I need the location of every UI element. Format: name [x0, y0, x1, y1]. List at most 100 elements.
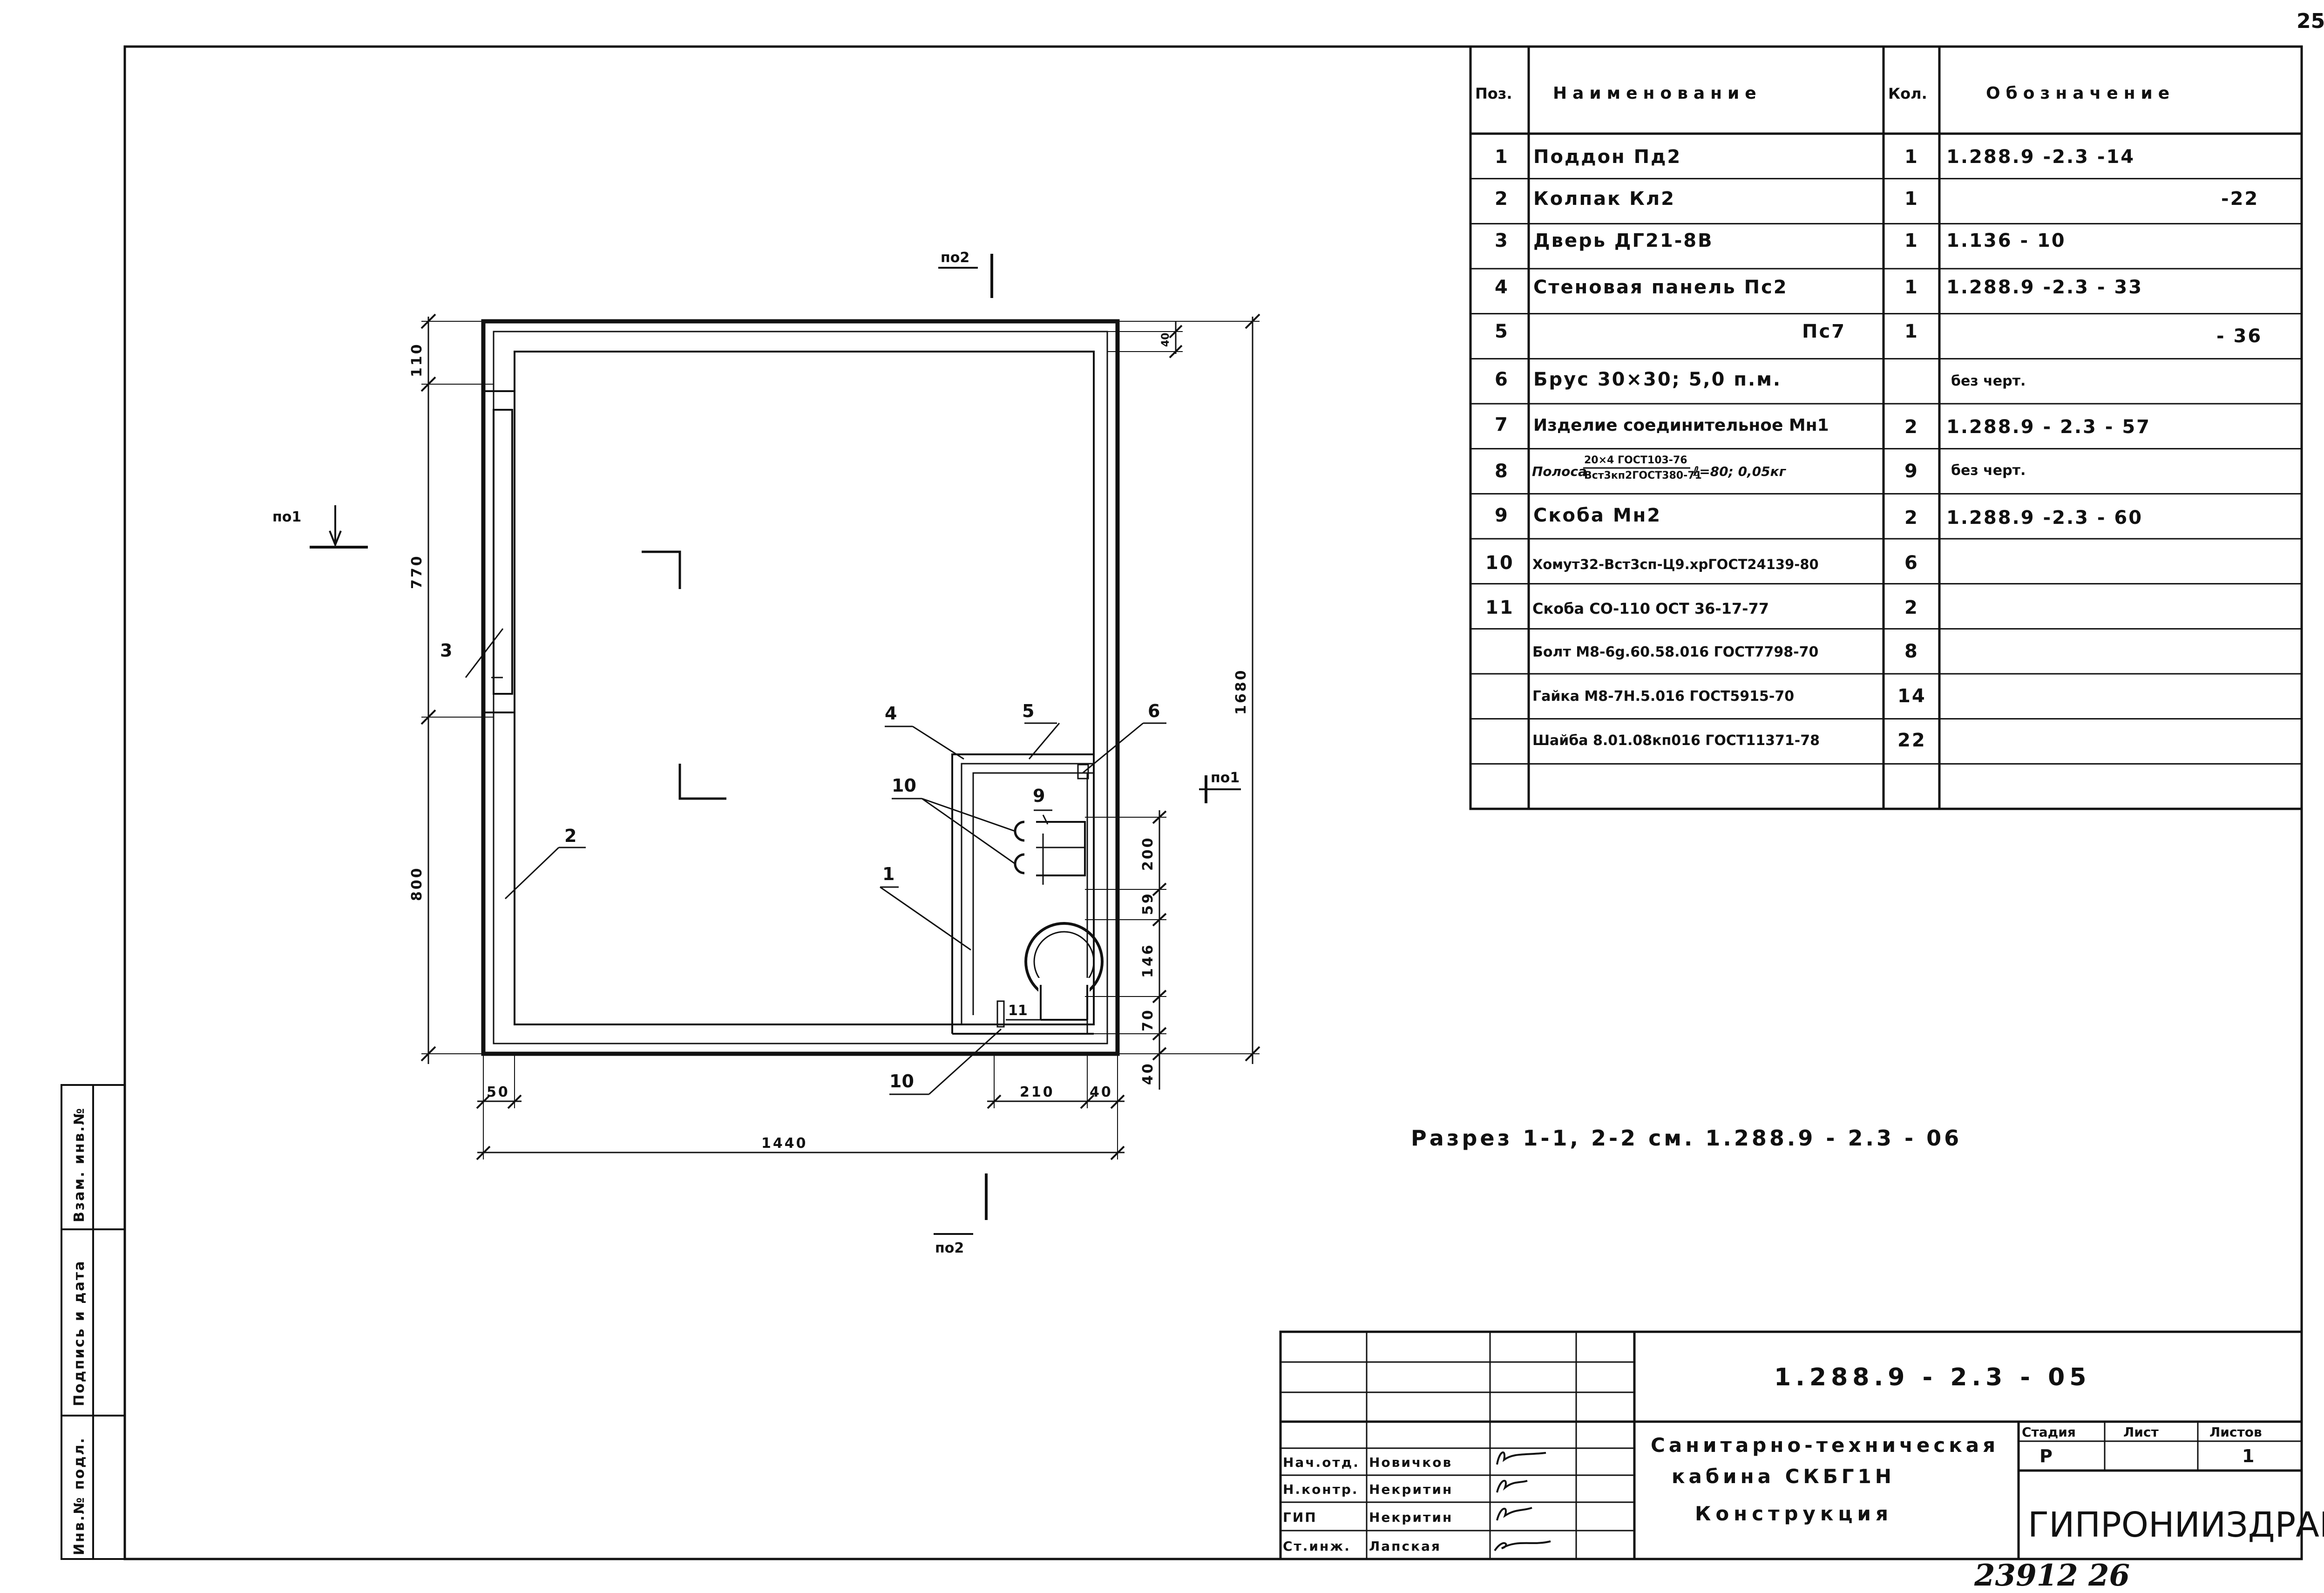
spec-name: Брус 30×30; 5,0 п.м. — [1533, 369, 1782, 390]
svg-text:146: 146 — [1140, 943, 1156, 978]
spec-name: Скоба СО-110 ОСТ 36-17-77 — [1532, 600, 1769, 617]
stage-label: Стадия — [2022, 1424, 2076, 1440]
spec-qty: 2 — [1904, 416, 1919, 438]
spec-pos: 11 — [1485, 597, 1514, 618]
svg-text:1440: 1440 — [761, 1135, 808, 1152]
spec-designation: 1.288.9 -2.3 - 60 — [1946, 507, 2143, 529]
spec-table: Поз. Наименование Кол. Обозначение 1 Под… — [1469, 45, 2303, 810]
spec-qty: 22 — [1897, 730, 1926, 751]
spec-name: Колпак Кл2 — [1533, 188, 1675, 210]
spec-pos: 8 — [1495, 461, 1509, 482]
spec-header-qty: Кол. — [1888, 85, 1927, 102]
dimension-right-chain: 200 59 146 70 40 — [1085, 810, 1167, 1090]
spec-qty: 2 — [1904, 597, 1919, 618]
spec-pos: 10 — [1485, 552, 1514, 574]
svg-text:200: 200 — [1140, 836, 1156, 871]
svg-text:50: 50 — [487, 1084, 510, 1100]
door-leaf — [493, 409, 513, 695]
signature — [1496, 1507, 1532, 1521]
svg-text:по1: по1 — [272, 509, 301, 525]
spec-qty: 1 — [1904, 321, 1919, 342]
spec-qty: 1 — [1904, 230, 1919, 251]
svg-text:210: 210 — [1020, 1084, 1055, 1100]
svg-text:59: 59 — [1140, 892, 1156, 915]
organization: ГИПРОНИИЗДРАВ — [2028, 1505, 2324, 1545]
callout-4: 4 — [885, 703, 897, 724]
callout-1: 1 — [882, 864, 894, 884]
spec-name: Полоса — [1532, 464, 1587, 479]
spec-pos: 6 — [1495, 369, 1509, 390]
svg-text:40: 40 — [1090, 1084, 1113, 1100]
spec-qty: 9 — [1904, 461, 1919, 482]
callout-5: 5 — [1022, 701, 1034, 721]
svg-text:1680: 1680 — [1233, 669, 1249, 715]
timber-beam — [1077, 764, 1089, 780]
spec-name-tail: ℓ=80; 0,05кг — [1693, 464, 1787, 479]
spec-header-name: Наименование — [1553, 84, 1762, 103]
person-name: Некритин — [1369, 1482, 1453, 1497]
svg-text:по1: по1 — [1211, 770, 1240, 786]
callout-11: 11 — [1008, 1003, 1028, 1019]
bracket-mn2 — [1036, 821, 1086, 876]
spec-name-numerator: 20×4 ГОСТ103-76 — [1584, 454, 1687, 466]
spec-header-pos: Поз. — [1475, 85, 1512, 102]
spec-name: Шайба 8.01.08кп016 ГОСТ11371-78 — [1532, 732, 1820, 749]
svg-text:40: 40 — [1140, 1062, 1156, 1085]
svg-text:800: 800 — [409, 866, 425, 901]
section-mark-left: по1 — [272, 505, 368, 549]
bracket-co110 — [996, 1000, 1005, 1028]
side-stamp: Взам. инв.№ Подпись и дата Инв.№ подл. — [61, 1084, 126, 1560]
svg-text:по2: по2 — [941, 250, 969, 266]
callout-9: 9 — [1033, 786, 1045, 806]
spec-name: Гайка М8-7Н.5.016 ГОСТ5915-70 — [1532, 688, 1794, 705]
signature — [1496, 1451, 1546, 1465]
section-mark-top: по2 — [938, 250, 993, 298]
spec-name: Скоба Мн2 — [1533, 505, 1661, 526]
side-stamp-replace: Взам. инв.№ — [71, 1107, 88, 1222]
spec-designation: 1.136 - 10 — [1946, 230, 2066, 251]
spec-name: Болт М8-6g.60.58.016 ГОСТ7798-70 — [1532, 644, 1818, 660]
door-frame — [482, 390, 515, 713]
spec-qty: 6 — [1904, 552, 1919, 574]
page-number: 25 — [2297, 9, 2324, 33]
signature — [1494, 1540, 1551, 1552]
spec-designation: - 36 — [2216, 325, 2262, 347]
role: ГИП — [1283, 1510, 1317, 1525]
cabin-plan: 3 2 1 4 5 6 9 10 10 11 по2 — [272, 250, 1260, 1256]
sheets-value: 1 — [2242, 1446, 2254, 1466]
person-name: Некритин — [1369, 1510, 1453, 1525]
spec-designation: 1.288.9 - 2.3 - 57 — [1946, 416, 2151, 438]
title-block: 1.288.9 - 2.3 - 05 Санитарно-техническая… — [1279, 1330, 2324, 1560]
svg-text:70: 70 — [1140, 1008, 1156, 1031]
callout-6: 6 — [1148, 701, 1160, 721]
section-mark-right: по1 — [1199, 770, 1241, 803]
title-line-3: Конструкция — [1695, 1502, 1893, 1525]
callout-10-top: 10 — [892, 775, 916, 796]
role: Ст.инж. — [1283, 1539, 1351, 1554]
svg-text:по2: по2 — [935, 1240, 964, 1256]
spec-designation: 1.288.9 -2.3 - 33 — [1946, 277, 2143, 298]
spec-name: Изделие соединительное Мн1 — [1533, 416, 1829, 435]
spec-qty: 14 — [1897, 685, 1926, 707]
cabin-outer-wall — [481, 319, 1120, 1056]
spec-qty: 1 — [1904, 188, 1919, 210]
section-mark-bottom: по2 — [934, 1173, 988, 1256]
spec-pos: 2 — [1495, 188, 1509, 210]
sheet-label: Лист — [2123, 1424, 2159, 1440]
cabin-inner-wall — [493, 331, 1108, 1044]
spec-name-denominator: Вст3кп2ГОСТ380-71 — [1584, 470, 1702, 481]
dimension-left: 110 770 800 — [409, 313, 494, 1064]
spec-name: Пс7 — [1802, 321, 1846, 342]
dimension-right-top: 40 — [1107, 321, 1183, 359]
spec-designation: без черт. — [1951, 462, 2026, 479]
spec-header-designation: Обозначение — [1986, 84, 2175, 103]
svg-text:110: 110 — [409, 342, 425, 377]
callout-10-bottom: 10 — [889, 1071, 914, 1091]
role: Н.контр. — [1283, 1482, 1359, 1497]
stage-value: Р — [2039, 1446, 2053, 1466]
spec-name: Хомут32-Вст3сп-Ц9.хрГОСТ24139-80 — [1532, 556, 1819, 572]
signature — [1496, 1479, 1528, 1493]
side-stamp-signature: Подпись и дата — [71, 1260, 88, 1406]
sheets-label: Листов — [2209, 1424, 2262, 1440]
